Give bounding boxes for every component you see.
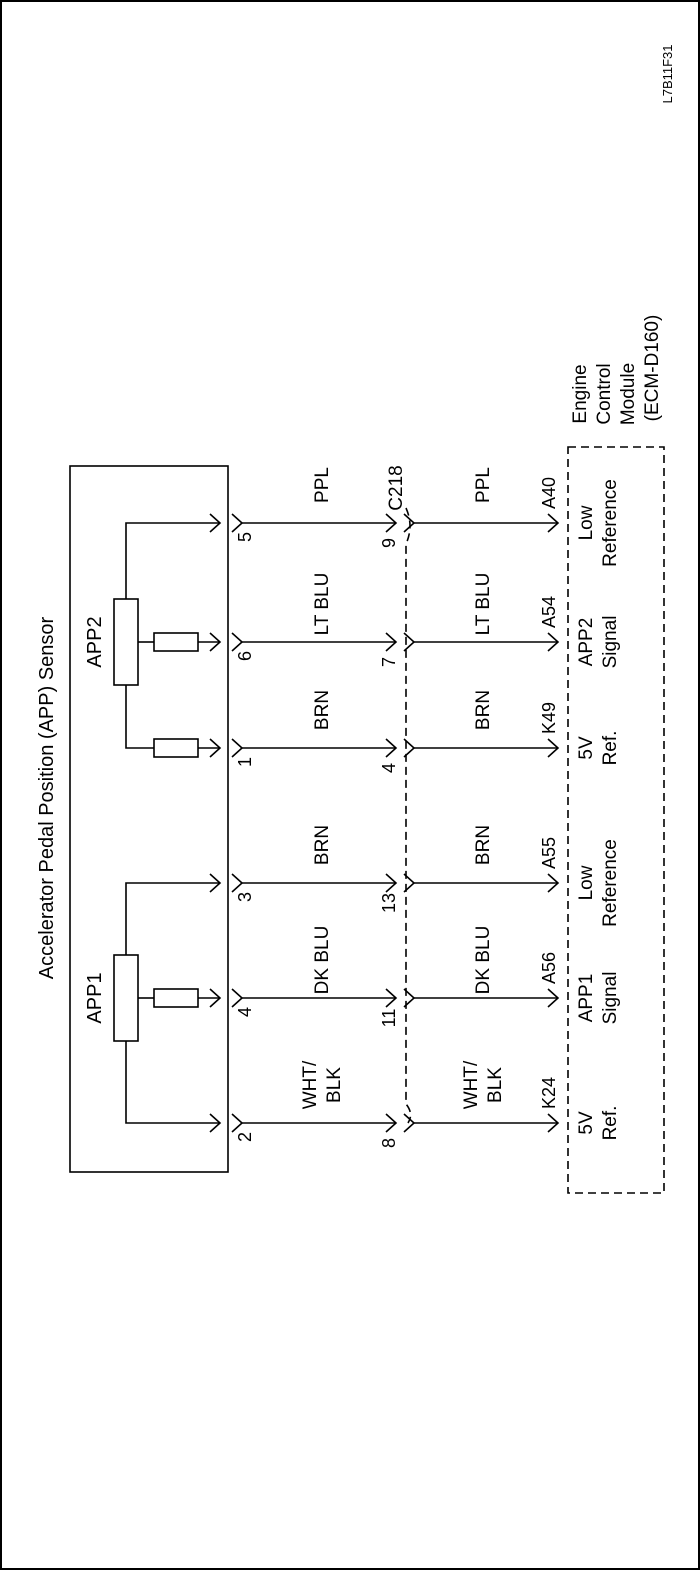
sensor-side-terminal [231,632,244,652]
ecm-function-line-2: Reference [600,479,621,567]
wire-color-upper: WHT/ [300,1060,321,1109]
sensor-pin-number: 2 [235,1132,255,1142]
c218-pin-number: 9 [379,538,399,548]
app1-label: APP1 [84,972,106,1023]
sensor-pin-number: 5 [235,532,255,542]
ecm-function-line-1: Low [576,865,597,900]
ecm-function-line-1: Low [576,505,597,540]
wire-color-upper: BRN [312,825,333,865]
wire-color-upper: BRN [312,690,333,730]
ecm-pin-id: A40 [539,477,559,509]
ecm-terminal [547,988,560,1008]
wire-color-upper: PPL [312,467,333,503]
ecm-pin-id: K49 [539,702,559,734]
wire-color-lower: LT BLU [473,573,494,636]
sensor-pin-arrow [209,1113,222,1133]
app2-potentiometer [113,522,220,758]
ecm-title: Engine Control Module (ECM-D160) [570,315,663,425]
ecm-pin-id: A56 [539,952,559,984]
wire-color-lower: PPL [473,467,494,503]
ecm-pin-id: A55 [539,837,559,869]
ecm-title-line-4: (ECM-D160) [642,315,663,422]
ecm-terminal [547,873,560,893]
wire-color-lower: WHT/ [461,1060,482,1109]
c218-pin-number: 8 [379,1138,399,1148]
c218-connector-outline [405,507,412,1124]
sensor-pin-arrow [209,513,222,533]
app1-potentiometer [113,882,220,1124]
c218-pin-number: 7 [379,657,399,667]
sensor-side-terminal [231,738,244,758]
ecm-function-line-2: Reference [600,839,621,927]
c218-terminal [403,513,416,533]
ecm-terminal [547,738,560,758]
ecm-boundary [567,446,665,1194]
ecm-pin-id: K24 [539,1077,559,1109]
ecm-function-line-1: APP2 [576,618,597,667]
ecm-function-line-1: 5V [576,1111,597,1135]
figure-id: L7B11F31 [660,44,675,103]
ecm-terminal [547,632,560,652]
c218-pin-arrow [385,1113,398,1133]
sensor-pin-arrow [209,738,222,758]
c218-pin-arrow [385,988,398,1008]
wire-color-lower: BRN [473,690,494,730]
sensor-pin-arrow [209,873,222,893]
ecm-terminal [547,1113,560,1133]
sensor-side-terminal [231,1113,244,1133]
sensor-pin-number: 4 [235,1007,255,1017]
wire-color-upper-2: BLK [324,1067,345,1103]
sensor-pin-arrow [209,632,222,652]
sensor-pin-number: 3 [235,892,255,902]
ecm-title-line-1: Engine [570,364,591,423]
ecm-pin-id: A54 [539,596,559,628]
ecm-title-line-2: Control [594,363,615,424]
ecm-function-line-1: 5V [576,736,597,760]
c218-pin-arrow [385,632,398,652]
ecm-function-line-2: Ref. [600,731,621,766]
ecm-function-line-2: Signal [600,972,621,1025]
sensor-pin-arrow [209,988,222,1008]
c218-pin-number: 11 [379,1009,399,1028]
ecm-function-line-2: Ref. [600,1106,621,1141]
wire-color-lower: BRN [473,825,494,865]
app2-label: APP2 [84,616,106,667]
wire-color-upper: LT BLU [312,573,333,636]
sensor-pin-number: 1 [235,757,255,767]
ecm-function-line-2: Signal [600,616,621,669]
wire-color-lower: DK BLU [473,926,494,995]
c218-pin-number: 13 [379,893,399,913]
sensor-side-terminal [231,873,244,893]
app-sensor-housing [69,465,229,1173]
c218-connector-label: C218 [386,465,407,510]
wire-color-upper: DK BLU [312,926,333,995]
c218-pin-number: 4 [379,763,399,773]
ecm-function-line-1: APP1 [576,974,597,1023]
c218-pin-arrow [385,738,398,758]
sensor-pin-number: 6 [235,651,255,661]
wire-color-lower-2: BLK [485,1067,506,1103]
sensor-side-terminal [231,513,244,533]
c218-pin-arrow [385,873,398,893]
ecm-terminal [547,513,560,533]
sensor-title: Accelerator Pedal Position (APP) Sensor [36,616,58,979]
c218-pin-arrow [385,513,398,533]
c218-terminal [403,1113,416,1133]
sensor-side-terminal [231,988,244,1008]
ecm-title-line-3: Module [618,363,639,425]
